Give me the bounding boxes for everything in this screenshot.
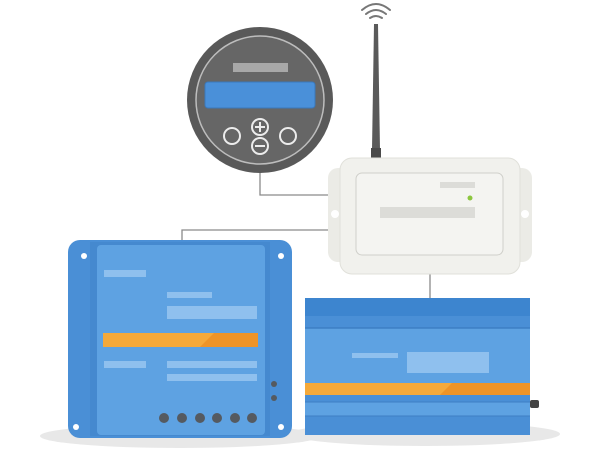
gateway-box bbox=[328, 157, 532, 275]
gateway-label-bar bbox=[380, 207, 475, 218]
wire-display-gateway bbox=[259, 170, 332, 196]
status-led bbox=[467, 195, 473, 201]
minus-icon[interactable] bbox=[251, 137, 269, 155]
display-label-bar bbox=[233, 63, 288, 72]
round-display bbox=[187, 27, 333, 173]
antenna bbox=[361, 3, 391, 160]
plus-icon[interactable] bbox=[251, 118, 269, 136]
gateway-label-bar-small bbox=[440, 182, 475, 188]
right-device bbox=[305, 298, 539, 435]
display-screen bbox=[204, 81, 316, 109]
wire-gateway-left-device bbox=[181, 229, 332, 242]
terminal-dots bbox=[159, 413, 257, 423]
connector bbox=[530, 400, 539, 408]
left-device bbox=[68, 240, 292, 438]
display-button-right[interactable] bbox=[279, 127, 297, 145]
wifi-signal-icon bbox=[361, 3, 391, 19]
display-button-left[interactable] bbox=[223, 127, 241, 145]
